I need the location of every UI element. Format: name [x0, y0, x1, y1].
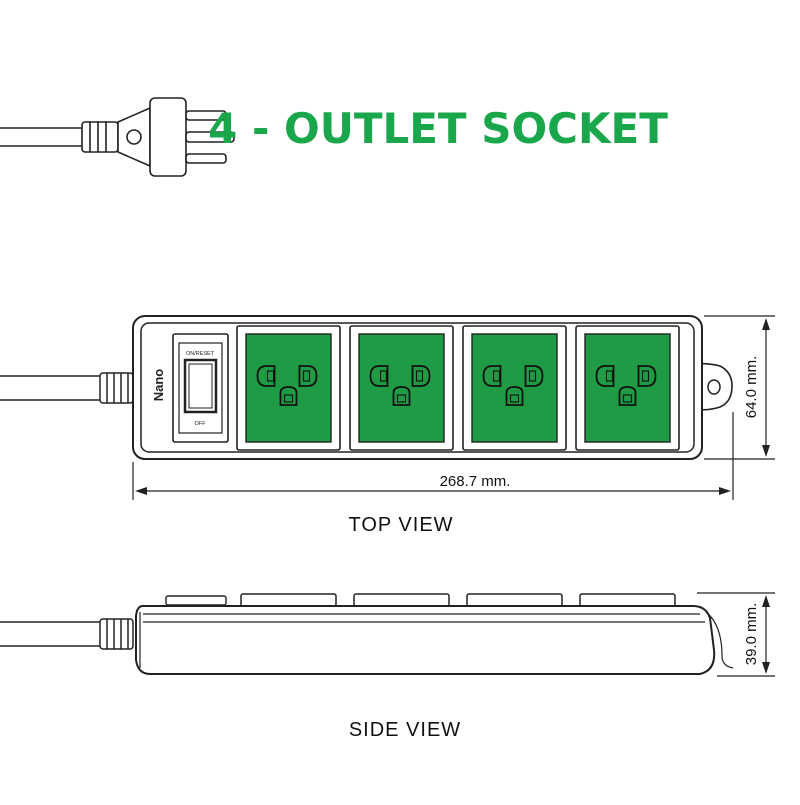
outlet-face [358, 333, 445, 443]
plug-pin-bottom [185, 153, 227, 164]
height-dimension [697, 592, 775, 677]
outlet-slot-right-inner [415, 370, 424, 382]
height-dimension-label: 39.0 mm. [743, 603, 760, 666]
outlet-slot-left-inner [379, 370, 388, 382]
outlet-earth-slot-inner [622, 394, 633, 403]
dimension-arrowhead [719, 487, 731, 495]
outlet-slot-left-inner [492, 370, 501, 382]
side-switch-top [165, 595, 227, 606]
dimension-arrowhead [762, 445, 770, 457]
side-view-label: SIDE VIEW [349, 719, 461, 741]
outlet-slot-left [482, 365, 502, 387]
outlet-slot-right-inner [302, 370, 311, 382]
side-cord-strain-relief [99, 618, 134, 650]
side-outlet-tops [240, 593, 676, 607]
rocker-switch-inner [188, 363, 213, 409]
outlet-slot-right [524, 365, 544, 387]
side-outlet-top [240, 593, 337, 607]
width-dimension [704, 315, 775, 460]
length-dimension-label: 268.7 mm. [440, 473, 511, 490]
outlet-face [471, 333, 558, 443]
outlet-module [462, 325, 567, 451]
side-outlet-top [579, 593, 676, 607]
length-dimension [132, 412, 734, 500]
side-base-edge [150, 659, 715, 675]
top-view-label: TOP VIEW [348, 514, 453, 536]
outlet-earth-slot-inner [396, 394, 407, 403]
plug-pin-earth [185, 131, 235, 143]
rocker-switch[interactable] [183, 358, 218, 414]
outlet-earth-slot [392, 386, 411, 406]
dimension-arrowhead [762, 662, 770, 674]
plug-pin-top [185, 110, 227, 121]
outlet-earth-slot [505, 386, 524, 406]
dimension-arrowhead [135, 487, 147, 495]
page-title: 4 - OUTLET SOCKET [208, 104, 668, 153]
plug-emboss [126, 129, 142, 145]
outlet-earth-slot-inner [509, 394, 520, 403]
dimension-arrowhead [762, 595, 770, 607]
outlet-slot-left [369, 365, 389, 387]
switch-off-label: OFF [195, 421, 207, 427]
plug-strain-relief [81, 121, 119, 153]
plug-drawing [0, 97, 235, 177]
side-hanging-tab [705, 611, 734, 669]
outlet-face [245, 333, 332, 443]
outlet-earth-slot [618, 386, 637, 406]
outlet-module [575, 325, 680, 451]
outlet-slot-right [411, 365, 431, 387]
outlet-slot-right-inner [641, 370, 650, 382]
strip-body-inner [140, 322, 695, 453]
side-view: 39.0 mm. SIDE VIEW [0, 592, 775, 741]
outlet-slot-left [256, 365, 276, 387]
outlet-module [236, 325, 341, 451]
side-outlet-top [466, 593, 563, 607]
outlet-slot-right-inner [528, 370, 537, 382]
outlet-face [584, 333, 671, 443]
plug-head [149, 97, 187, 177]
side-body-profile [135, 605, 716, 675]
width-dimension-label: 64.0 mm. [743, 356, 760, 419]
outlet-slot-right [637, 365, 657, 387]
outlet-slot-left-inner [266, 370, 275, 382]
brand-logo: Nano [151, 369, 166, 402]
dimension-arrowhead [762, 318, 770, 330]
top-view: Nano ON/RESET OFF 268.7 mm. 64.0 mm. TOP… [0, 315, 775, 536]
outlet-row [236, 325, 680, 451]
outlet-slot-left [595, 365, 615, 387]
side-outlet-top [353, 593, 450, 607]
hanging-hole [707, 379, 721, 395]
outlet-module [349, 325, 454, 451]
outlet-earth-slot [279, 386, 298, 406]
switch-on-label: ON/RESET [186, 351, 215, 357]
top-cord-strain-relief [99, 372, 134, 404]
outlet-slot-left-inner [605, 370, 614, 382]
outlet-slot-right [298, 365, 318, 387]
outlet-earth-slot-inner [283, 394, 294, 403]
